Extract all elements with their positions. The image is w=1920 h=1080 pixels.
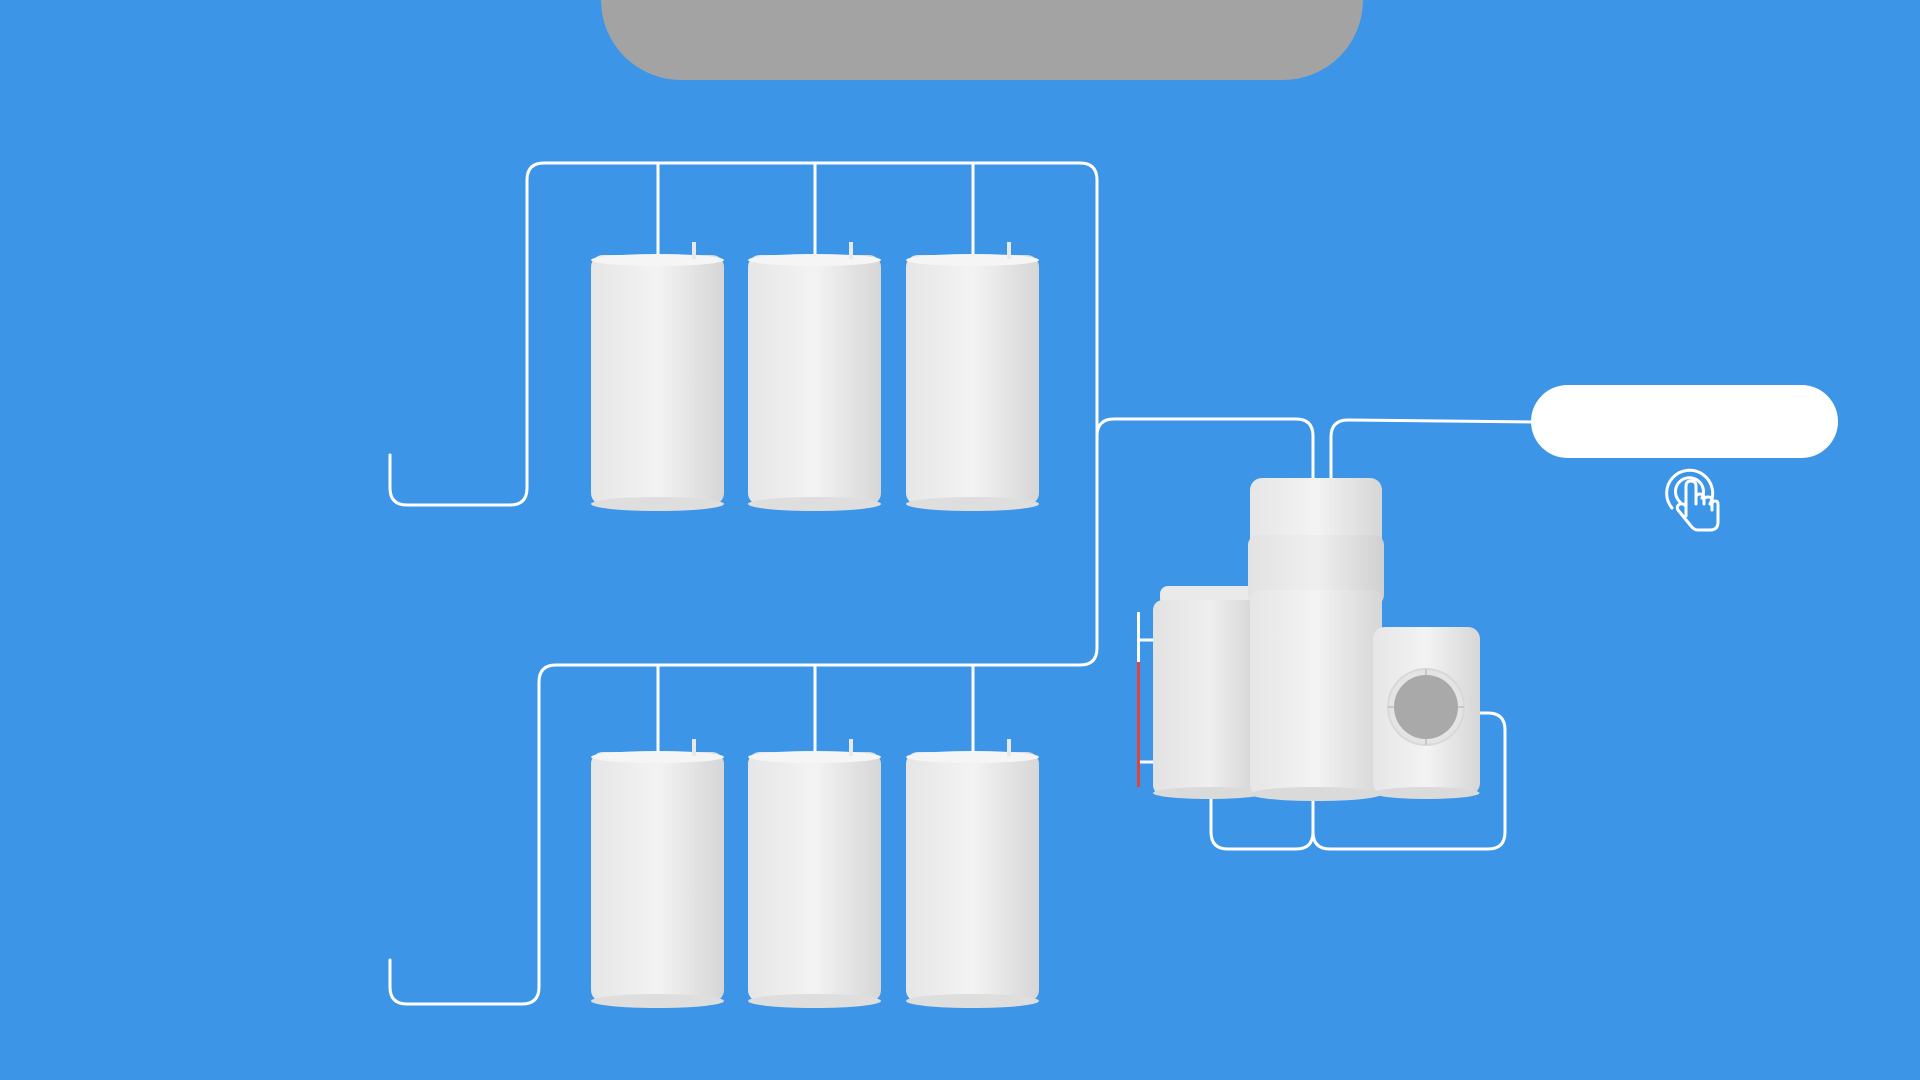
unit-bottom-loop bbox=[1209, 711, 1507, 851]
thermometer-gauge-icon bbox=[1137, 612, 1140, 787]
action-button[interactable] bbox=[1531, 385, 1838, 458]
storage-tank-icon bbox=[906, 242, 1039, 511]
storage-tank-icon bbox=[591, 242, 724, 511]
outlet-pipe bbox=[1329, 418, 1542, 484]
tap-hand-icon bbox=[1665, 468, 1720, 532]
top-header-panel bbox=[601, 0, 1363, 80]
central-column bbox=[1248, 478, 1384, 801]
storage-tank-icon bbox=[591, 739, 724, 1008]
processing-unit bbox=[1137, 478, 1480, 801]
upper-pipe-network bbox=[388, 161, 1542, 1006]
storage-tank-icon bbox=[748, 739, 881, 1008]
right-vessel bbox=[1373, 627, 1480, 799]
left-vessel bbox=[1153, 586, 1265, 799]
upper-inlet-pipe bbox=[388, 161, 1099, 1006]
porthole-window-icon bbox=[1387, 668, 1465, 746]
storage-tank-icon bbox=[748, 242, 881, 511]
main-connector-pipe bbox=[1095, 417, 1315, 484]
storage-tank-icon bbox=[906, 739, 1039, 1008]
